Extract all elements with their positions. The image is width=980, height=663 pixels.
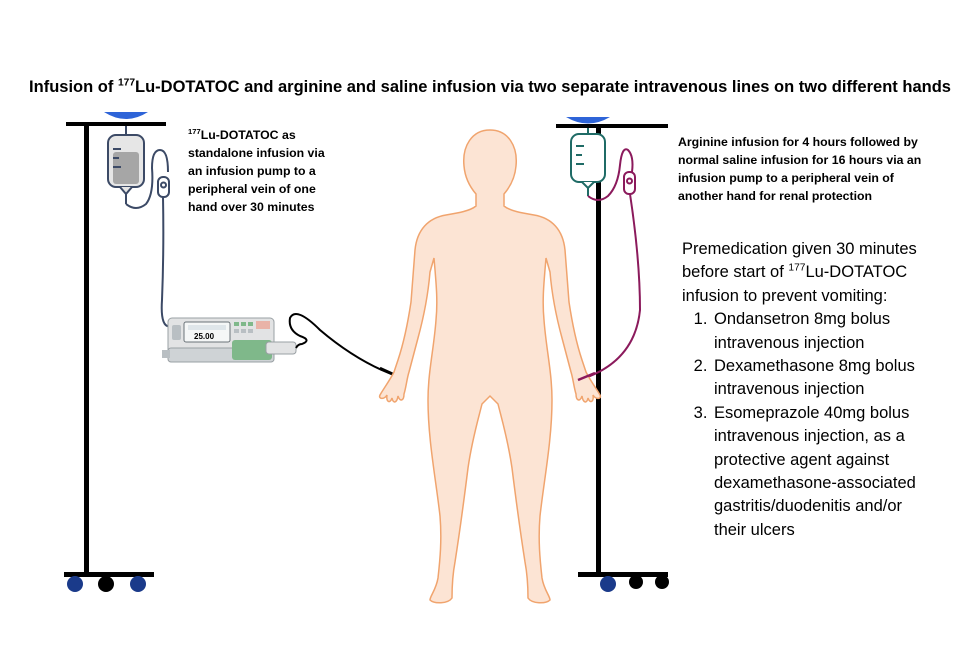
pump-display-value: 25.00 (194, 332, 215, 341)
right-iv-pole (556, 117, 669, 592)
arginine-saline-infusion-note: Arginine infusion for 4 hours followed b… (678, 135, 922, 203)
premedication-list: Ondansetron 8mg bolus intravenous inject… (682, 308, 972, 542)
right-iv-bag (570, 128, 606, 196)
right-iv-line (584, 148, 642, 379)
premedication-item-ondansetron: Ondansetron 8mg bolus intravenous inject… (712, 308, 972, 355)
left-iv-bag (107, 126, 173, 328)
left-iv-pole (64, 112, 166, 592)
lu-dotatoc-infusion-note: 177Lu-DOTATOC as standalone infusion via… (188, 126, 325, 214)
premedication-item-esomeprazole: Esomeprazole 40mg bolus intravenous inje… (712, 402, 972, 542)
infusion-pump: 25.00 (162, 317, 297, 363)
premedication-item-dexamethasone: Dexamethasone 8mg bolus intravenous inje… (712, 355, 972, 402)
human-figure (378, 129, 602, 604)
left-iv-line-to-hand (288, 313, 403, 379)
right-hand-cannula (577, 371, 596, 382)
diagram-title: Infusion of 177Lu-DOTATOC and arginine a… (29, 77, 951, 96)
premedication-text: Premedication given 30 minutes before st… (682, 238, 972, 542)
